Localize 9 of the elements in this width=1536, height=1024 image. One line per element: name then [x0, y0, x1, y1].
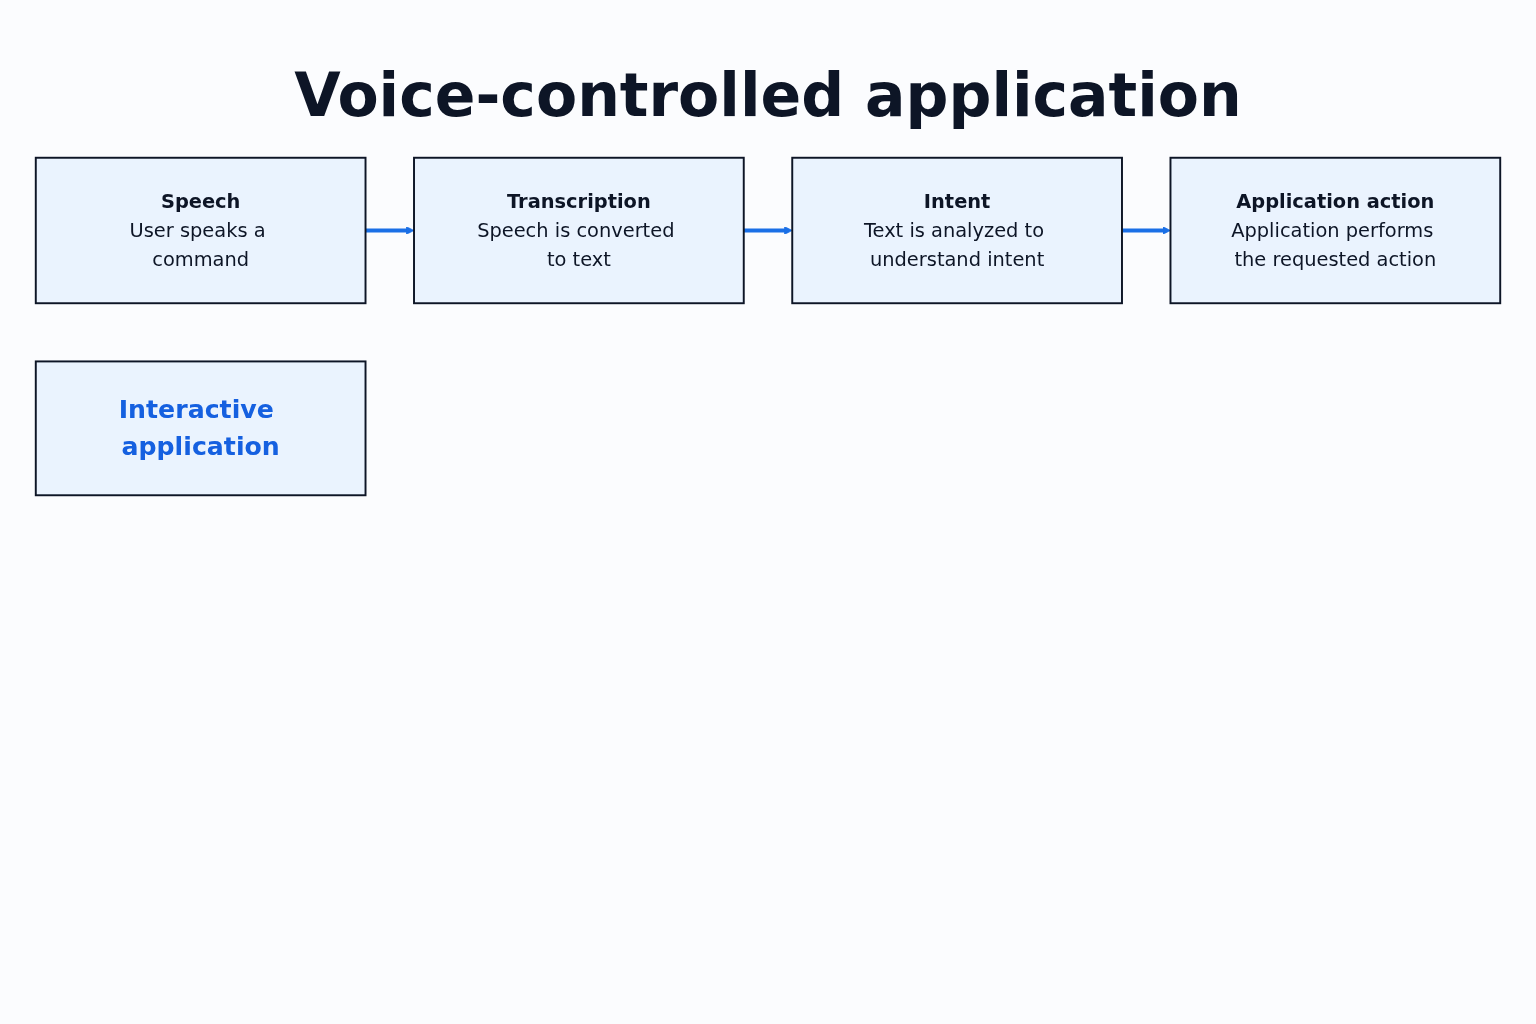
- node-box: Interactive application: [34, 360, 367, 497]
- diagram-title: Voice-controlled application: [293, 60, 1243, 130]
- arrow: [1122, 226, 1171, 235]
- node-box: Transcription Speech is converted to text: [413, 156, 745, 305]
- node-box: Intent Text is analyzed to understand intent: [791, 156, 1123, 305]
- node-box: Application action Application performs the requested action: [1169, 156, 1502, 305]
- arrow: [365, 226, 415, 235]
- node-box: Speech User speaks a command: [34, 156, 367, 305]
- arrow: [743, 226, 793, 235]
